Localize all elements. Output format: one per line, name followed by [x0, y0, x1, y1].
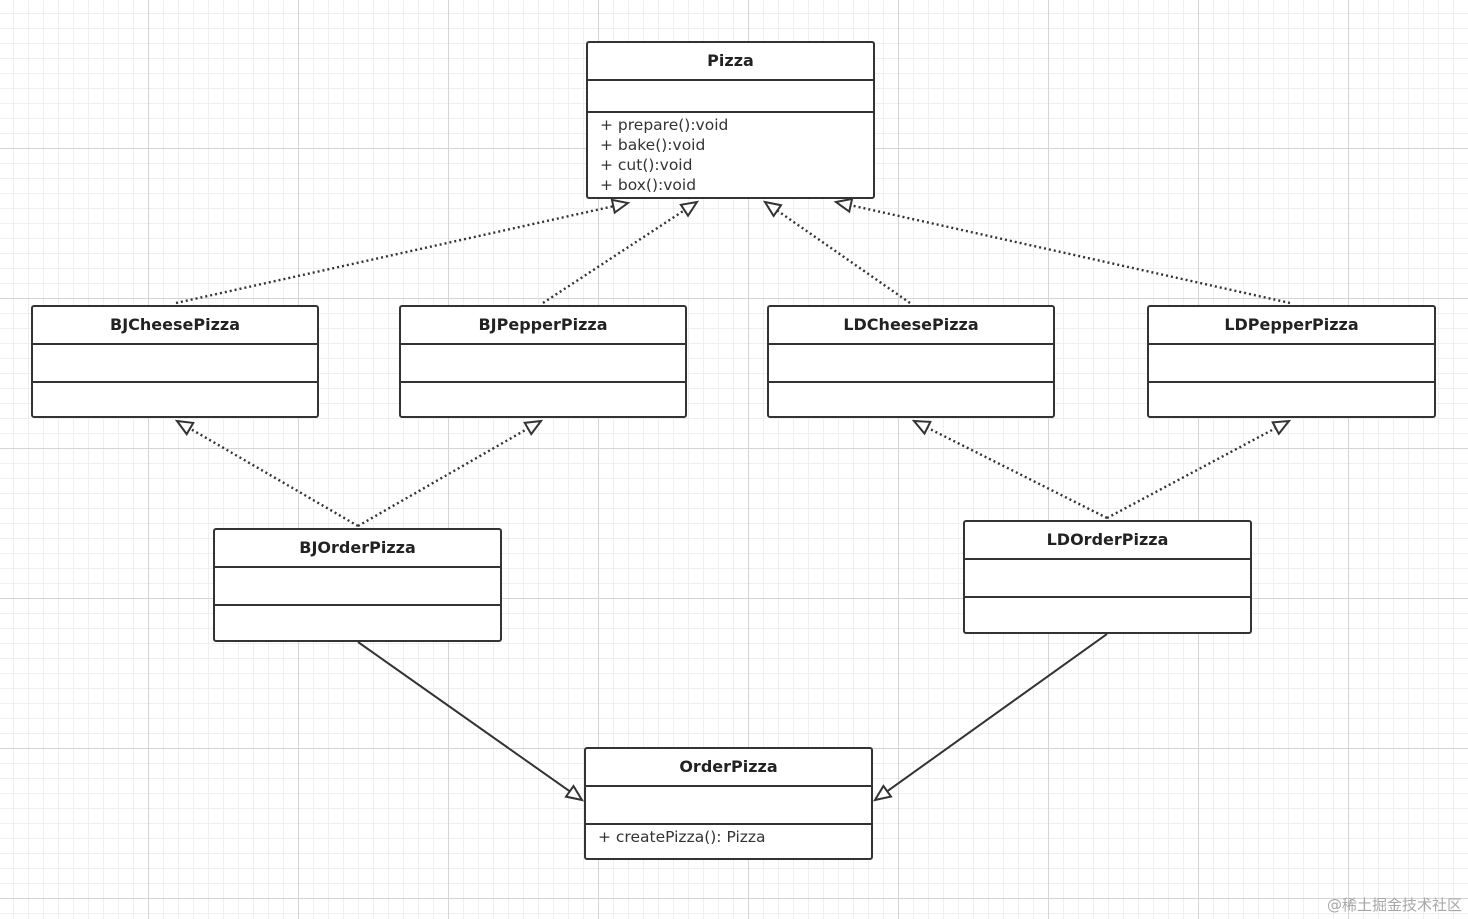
class-name: LDPepperPizza [1149, 307, 1434, 345]
class-operations [1149, 383, 1434, 416]
class-bjorderpizza[interactable]: BJOrderPizza [213, 528, 502, 642]
generalization-line [357, 641, 571, 793]
class-name: LDCheesePizza [769, 307, 1053, 345]
class-bjpepperpizza[interactable]: BJPepperPizza [399, 305, 687, 418]
class-ldcheesepizza[interactable]: LDCheesePizza [767, 305, 1055, 418]
relation-ldcheese-to-pizza[interactable] [762, 200, 911, 304]
class-bjcheesepizza[interactable]: BJCheesePizza [31, 305, 319, 418]
class-operations: + prepare():void + bake():void + cut():voi… [588, 113, 873, 197]
relation-ldorder-to-ldpepper[interactable] [1106, 419, 1292, 520]
relation-ldorder-to-orderpizza[interactable] [872, 633, 1108, 802]
relation-ldpepper-to-pizza[interactable] [833, 197, 1291, 305]
hollow-arrowhead [1271, 419, 1292, 436]
hollow-arrowhead [174, 419, 195, 436]
class-attributes [1149, 345, 1434, 383]
relation-bjpepper-to-pizza[interactable] [542, 200, 700, 305]
class-attributes [588, 81, 873, 113]
hollow-arrowhead [833, 197, 854, 214]
hollow-arrowhead [679, 200, 700, 218]
class-orderpizza[interactable]: OrderPizza + createPizza(): Pizza [584, 747, 873, 860]
class-name: BJOrderPizza [215, 530, 500, 568]
class-attributes [965, 560, 1250, 598]
dependency-line [542, 209, 686, 305]
class-ldorderpizza[interactable]: LDOrderPizza [963, 520, 1252, 634]
generalization-line [886, 633, 1108, 793]
dependency-line [926, 426, 1108, 520]
class-operation: + cut():void [600, 156, 693, 174]
class-attributes [769, 345, 1053, 383]
class-operations [33, 383, 317, 416]
dependency-line [776, 209, 911, 304]
dependency-line [189, 427, 359, 528]
class-attributes [401, 345, 685, 383]
hollow-arrowhead [762, 200, 783, 218]
class-attributes [33, 345, 317, 383]
class-name: Pizza [588, 43, 873, 81]
class-name: OrderPizza [586, 749, 871, 787]
class-name: LDOrderPizza [965, 522, 1250, 560]
class-name: BJCheesePizza [33, 307, 317, 345]
relation-bjorder-to-bjcheese[interactable] [174, 419, 359, 528]
dependency-line [850, 204, 1291, 305]
hollow-arrowhead [911, 419, 932, 436]
relation-ldorder-to-ldcheese[interactable] [911, 419, 1108, 520]
class-operations [965, 598, 1250, 632]
class-operation: + prepare():void [600, 116, 729, 134]
watermark: @稀土掘金技术社区 [1326, 896, 1462, 914]
class-attributes [215, 568, 500, 606]
class-operations [215, 606, 500, 640]
relation-bjcheese-to-pizza[interactable] [175, 198, 631, 305]
dependency-line [1106, 426, 1277, 520]
class-operation: + bake():void [600, 136, 706, 154]
class-pizza[interactable]: Pizza + prepare():void + bake():void + cut… [586, 41, 875, 199]
class-ldpepperpizza[interactable]: LDPepperPizza [1147, 305, 1436, 418]
class-operations [769, 383, 1053, 416]
class-attributes [586, 787, 871, 825]
hollow-arrowhead [610, 198, 631, 215]
hollow-arrowhead [523, 419, 544, 436]
dependency-line [175, 205, 614, 305]
hollow-arrowhead [872, 784, 893, 802]
class-operation: + createPizza(): Pizza [598, 828, 766, 846]
relation-bjorder-to-bjpepper[interactable] [357, 419, 544, 528]
class-operation: + box():void [600, 176, 697, 194]
relation-bjorder-to-orderpizza[interactable] [357, 641, 585, 802]
dependency-line [357, 427, 529, 528]
class-operations: + createPizza(): Pizza [586, 825, 871, 858]
class-operations [401, 383, 685, 416]
class-name: BJPepperPizza [401, 307, 685, 345]
hollow-arrowhead [564, 784, 585, 802]
